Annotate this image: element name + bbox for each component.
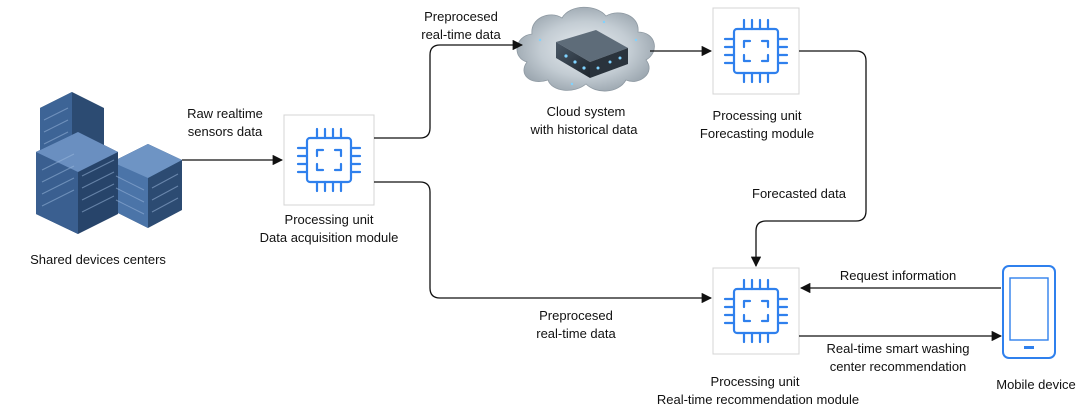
forecasting-label-line1: Processing unit <box>713 108 802 123</box>
cpu-chip-icon <box>296 127 362 193</box>
forecasting-unit <box>712 7 800 95</box>
edge-prereco-label-line1: Preprocesed <box>539 308 613 323</box>
edge-raw-label-line2: sensors data <box>188 124 263 139</box>
acquisition-label-line1: Processing unit <box>285 212 374 227</box>
edge-prereco-label-line2: real-time data <box>536 326 616 341</box>
edge-reco-label-line1: Real-time smart washing <box>826 341 969 356</box>
acquisition-unit <box>283 114 375 206</box>
edge-forecasted-label: Forecasted data <box>752 186 847 201</box>
edge-precloud-label-line2: real-time data <box>421 27 501 42</box>
edge-raw-label-line1: Raw realtime <box>187 106 263 121</box>
edge-preprocessed-to-reco <box>374 181 713 304</box>
office-buildings-icon <box>36 92 182 234</box>
edge-request-label: Request information <box>840 268 956 283</box>
edge-precloud-label-line1: Preprocesed <box>424 9 498 24</box>
recommendation-label-line1: Processing unit <box>711 374 800 389</box>
edge-forecasted <box>750 50 867 268</box>
cloud-label-line1: Cloud system <box>547 104 626 119</box>
cpu-chip-icon <box>723 278 789 344</box>
cloud-server-icon <box>516 6 655 92</box>
mobile-label: Mobile device <box>996 377 1076 392</box>
acquisition-label-line2: Data acquisition module <box>260 230 399 245</box>
cloud-label-line2: with historical data <box>530 122 639 137</box>
mobile-phone-icon <box>1002 265 1056 359</box>
edge-reco-label-line2: center recommendation <box>830 359 967 374</box>
shared-centers-label: Shared devices centers <box>30 252 166 267</box>
recommendation-unit <box>712 267 800 355</box>
edge-preprocessed-to-cloud <box>374 39 524 139</box>
cpu-chip-icon <box>723 18 789 84</box>
recommendation-label-line2: Real-time recommendation module <box>657 392 859 407</box>
forecasting-label-line2: Forecasting module <box>700 126 814 141</box>
